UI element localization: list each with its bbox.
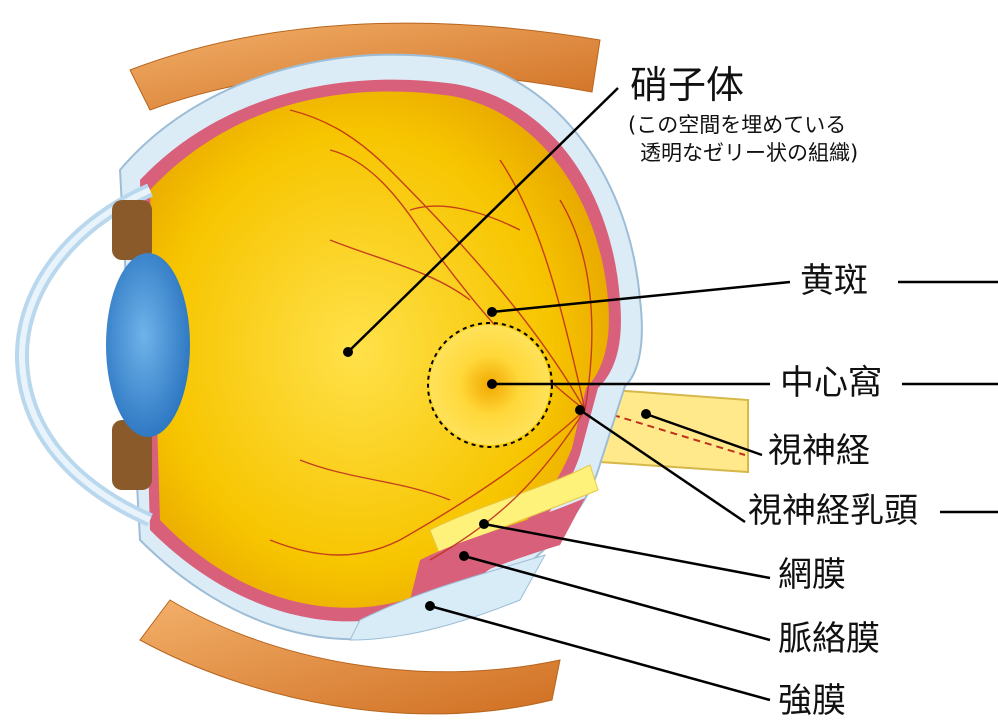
label-optic-nerve: 視神経 xyxy=(768,434,870,468)
label-vitreous-note-1: (この空間を埋めている xyxy=(628,112,846,138)
label-choroid: 脈絡膜 xyxy=(778,622,880,656)
label-retina: 網膜 xyxy=(778,558,846,592)
iris-upper xyxy=(112,200,152,260)
label-sclera: 強膜 xyxy=(778,684,846,718)
label-macula: 黄斑 xyxy=(800,264,868,298)
label-optic-disc: 視神経乳頭 xyxy=(748,494,918,528)
label-vitreous: 硝子体 xyxy=(630,66,744,104)
label-fovea: 中心窩 xyxy=(780,366,882,400)
lens-shape xyxy=(106,253,190,437)
label-vitreous-note-2: 透明なゼリー状の組織) xyxy=(640,140,858,166)
